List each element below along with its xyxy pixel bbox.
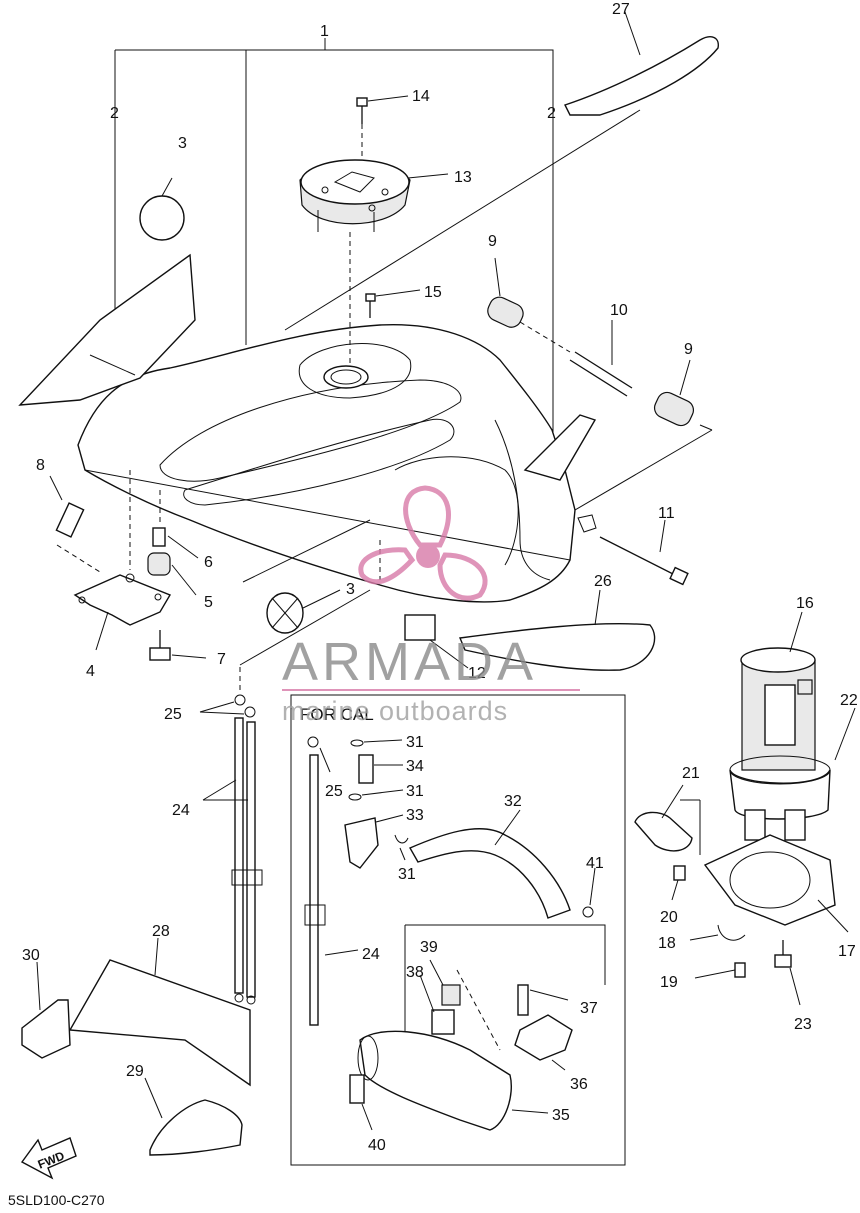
callout-c19: 19 — [660, 974, 678, 991]
callout-c34: 34 — [406, 758, 424, 775]
callout-c33: 33 — [406, 807, 424, 824]
california-inset — [290, 694, 626, 1166]
callout-c28: 28 — [152, 923, 170, 940]
callout-c4: 4 — [86, 663, 95, 680]
cover-30 — [21, 961, 71, 1059]
callout-c26: 26 — [594, 573, 612, 590]
propeller-blade-icon — [358, 547, 416, 585]
callout-c32: 32 — [504, 793, 522, 810]
callout-c2a: 2 — [110, 105, 119, 122]
callout-c5: 5 — [204, 594, 213, 611]
bolt-8 — [55, 502, 85, 538]
callout-c12: 12 — [468, 665, 486, 682]
callout-c36: 36 — [570, 1076, 588, 1093]
clamp-9-lower — [653, 391, 695, 427]
clamp-9-upper — [487, 296, 524, 328]
callout-c21: 21 — [682, 765, 700, 782]
assembly-bracket-lines — [114, 38, 554, 450]
callout-c15: 15 — [424, 284, 442, 301]
callout-c25a: 25 — [164, 706, 182, 723]
callout-c14: 14 — [412, 88, 430, 105]
callout-c31a: 31 — [406, 734, 424, 751]
callout-c29: 29 — [126, 1063, 144, 1080]
fuel-tank — [77, 323, 576, 603]
callout-c17: 17 — [838, 943, 856, 960]
propeller-hub-icon — [416, 544, 440, 568]
watermark-brand: ARMADA — [282, 632, 537, 692]
fuel-cap-assembly — [299, 95, 449, 365]
callout-c40: 40 — [368, 1137, 386, 1154]
callout-c11: 11 — [658, 505, 675, 522]
callout-numbers: 1 2 2 3 3 4 5 6 7 8 9 9 10 11 12 13 14 1… — [22, 1, 858, 1154]
armada-propeller-logo — [358, 485, 488, 601]
cover-28 — [68, 937, 251, 1087]
callout-c10: 10 — [610, 302, 628, 319]
hose-assembly-left — [199, 589, 371, 1005]
bolt-11 — [577, 514, 689, 586]
callout-c16: 16 — [796, 595, 814, 612]
callout-c20: 20 — [660, 909, 678, 926]
sensor-12 — [379, 540, 469, 669]
callout-c8: 8 — [36, 457, 45, 474]
cover-29 — [144, 1077, 243, 1156]
decal-27 — [564, 11, 719, 116]
tank-bracket-assembly — [49, 470, 207, 661]
armada-watermark: ARMADA marine outboards — [282, 485, 580, 726]
callout-c3b: 3 — [346, 581, 355, 598]
callout-c31c: 31 — [398, 866, 416, 883]
side-cover-right — [284, 109, 641, 481]
callout-c24b: 24 — [362, 946, 380, 963]
callout-c3a: 3 — [178, 135, 187, 152]
pump-mount-assembly — [634, 784, 849, 1006]
callout-c1: 1 — [320, 23, 329, 40]
callout-c23: 23 — [794, 1016, 812, 1033]
watermark-subtitle: marine outboards — [282, 696, 508, 726]
propeller-blade-icon — [403, 485, 451, 548]
inset-title: FOR CAL — [300, 705, 374, 724]
callout-c31b: 31 — [406, 783, 424, 800]
propeller-blade-icon — [437, 552, 488, 601]
callout-c13: 13 — [454, 169, 472, 186]
callout-c39: 39 — [420, 939, 438, 956]
diagram-code: 5SLD100-C270 — [8, 1192, 105, 1208]
callout-c30: 30 — [22, 947, 40, 964]
callout-c38: 38 — [406, 964, 424, 981]
callout-c25b: 25 — [325, 783, 343, 800]
side-cover-left — [18, 253, 196, 406]
callout-c37: 37 — [580, 1000, 598, 1017]
emblem-3-lower — [242, 519, 371, 634]
forward-arrow-icon: FWD — [20, 1137, 77, 1180]
callout-c27: 27 — [612, 1, 630, 18]
callout-c9b: 9 — [684, 341, 693, 358]
emblem-3-upper — [139, 177, 185, 241]
cover-26 — [459, 589, 656, 671]
breather-pipe-assembly — [487, 257, 713, 511]
callout-c22: 22 — [840, 692, 858, 709]
callout-c24a: 24 — [172, 802, 190, 819]
callout-c18: 18 — [658, 935, 676, 952]
fuel-pump-assembly — [729, 611, 856, 841]
callout-c35: 35 — [552, 1107, 570, 1124]
callout-c9a: 9 — [488, 233, 497, 250]
callout-c2b: 2 — [547, 105, 556, 122]
callout-c6: 6 — [204, 554, 213, 571]
callout-c7: 7 — [217, 651, 226, 668]
callout-c41: 41 — [586, 855, 604, 872]
